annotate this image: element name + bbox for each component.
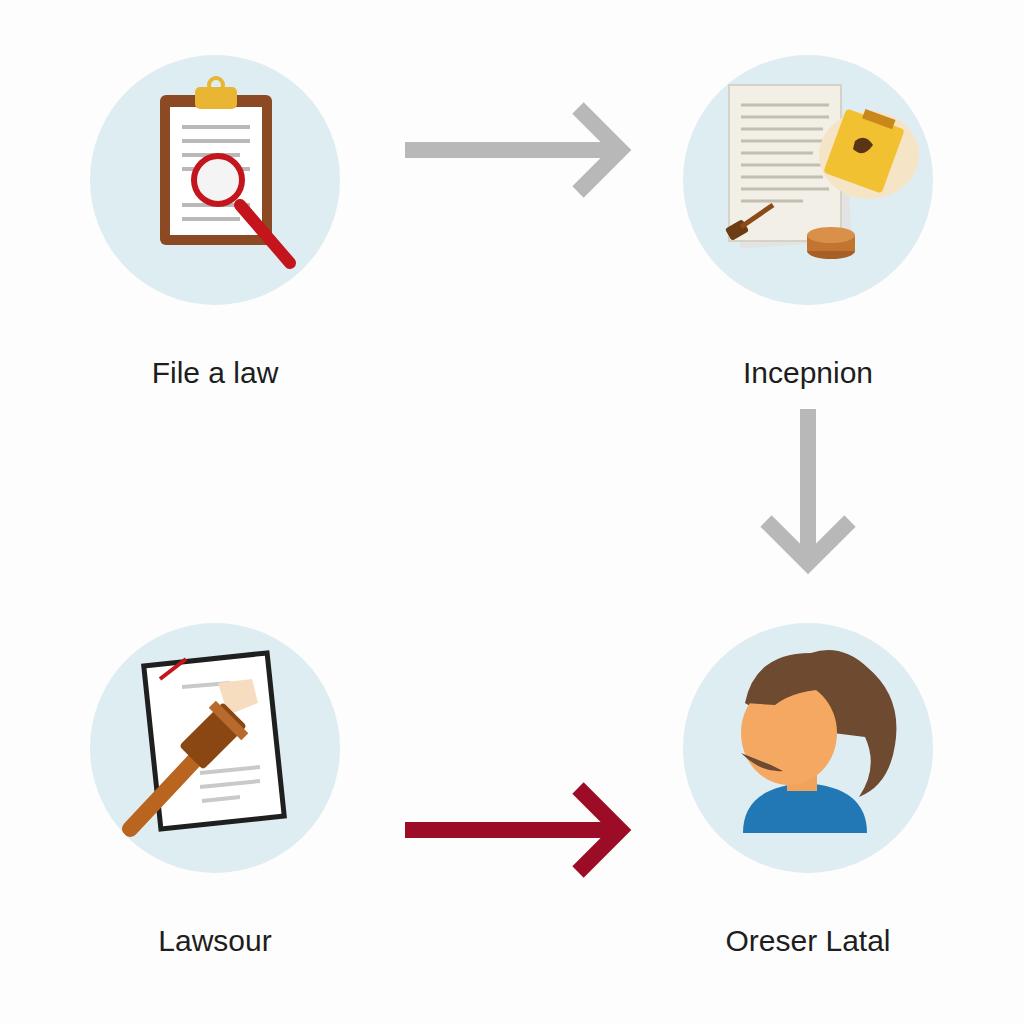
node-illustration xyxy=(683,623,933,873)
flow-arrow xyxy=(405,788,620,872)
icon-node: Oreser Latal xyxy=(658,623,958,959)
icon-node: Incepnion xyxy=(658,55,958,391)
node-illustration xyxy=(90,623,340,873)
icon-node: Lawsour xyxy=(65,623,365,959)
icon-circle xyxy=(90,623,340,873)
icon-node: File a law xyxy=(65,55,365,391)
icon-circle xyxy=(683,623,933,873)
node-label: Lawsour xyxy=(65,923,365,959)
icon-circle xyxy=(683,55,933,305)
flow-arrow xyxy=(405,108,620,192)
node-label: Oreser Latal xyxy=(658,923,958,959)
node-illustration xyxy=(90,55,340,305)
flow-arrow xyxy=(766,409,850,563)
icon-circle xyxy=(90,55,340,305)
node-label: File a law xyxy=(65,355,365,391)
node-illustration xyxy=(683,55,933,305)
node-label: Incepnion xyxy=(658,355,958,391)
